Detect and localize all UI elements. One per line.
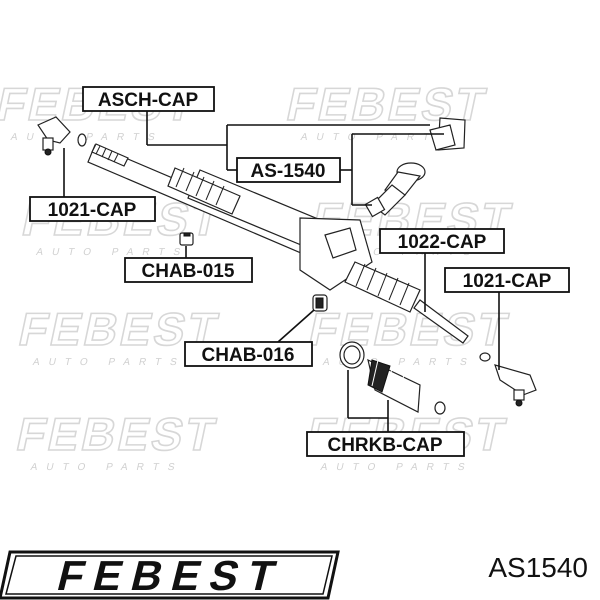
watermark-sub: AUTO PARTS: [29, 462, 184, 473]
watermark-sub: AUTO PARTS: [32, 357, 187, 368]
callout-chab-015-label: CHAB-015: [142, 261, 235, 282]
callout-chrkb-cap-label: CHRKB-CAP: [327, 435, 442, 456]
left-boot: [167, 167, 241, 215]
callout-chab-016-label: CHAB-016: [202, 345, 295, 366]
callout-tie-end-left-label: 1021-CAP: [48, 200, 137, 221]
callout-as-1540: AS-1540: [236, 157, 341, 183]
callout-tie-end-right-label: 1021-CAP: [463, 271, 552, 292]
watermark-sub: AUTO PARTS: [322, 357, 477, 368]
bushing-chab-015: [179, 232, 194, 246]
watermark-sub: AUTO PARTS: [35, 247, 190, 258]
bushing-chab-016: [312, 294, 328, 312]
febest-logo-text: FEBEST: [53, 553, 290, 600]
boot-kit: [339, 341, 446, 415]
right-boot-on-rack: [344, 261, 421, 313]
febest-logo: FEBEST: [0, 550, 340, 600]
right-tie-rod-end: [479, 352, 537, 407]
watermark-brand: FEBEST: [12, 408, 222, 459]
callout-1022-cap: 1022-CAP: [379, 228, 505, 254]
callout-1022-cap-label: 1022-CAP: [398, 232, 487, 253]
callout-asch-cap: ASCH-CAP: [82, 86, 215, 112]
callout-chrkb-cap: CHRKB-CAP: [306, 431, 465, 457]
left-tie-rod-thread: [91, 143, 129, 167]
watermark-sub: AUTO PARTS: [300, 132, 455, 143]
callout-as-1540-label: AS-1540: [251, 161, 326, 182]
part-number: AS1540: [488, 552, 588, 583]
callout-tie-end-right: 1021-CAP: [444, 267, 570, 293]
watermark-sub: AUTO PARTS: [319, 462, 474, 473]
steering-rack-illustration: [37, 116, 537, 415]
left-tie-rod-end: [37, 116, 87, 156]
leader-lines: [63, 110, 500, 432]
steering-shaft-joint: [364, 117, 466, 218]
callout-chab-015: CHAB-015: [124, 257, 253, 283]
callout-tie-end-left: 1021-CAP: [29, 196, 156, 222]
watermark-sub: AUTO PARTS: [10, 132, 165, 143]
callout-asch-cap-label: ASCH-CAP: [98, 90, 199, 111]
callout-chab-016: CHAB-016: [184, 341, 313, 367]
